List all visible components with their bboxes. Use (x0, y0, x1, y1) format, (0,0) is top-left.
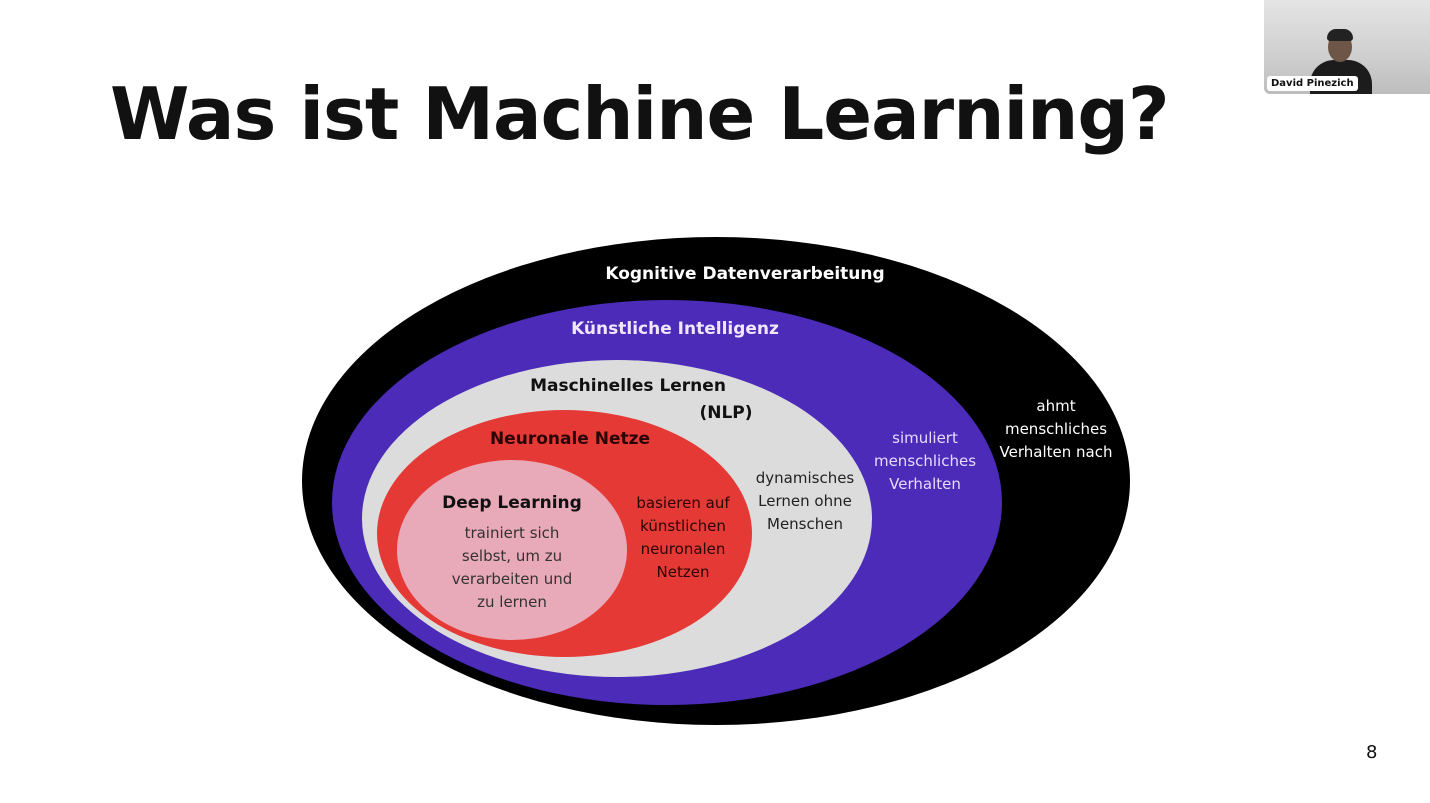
desc-ai: simuliert menschliches Verhalten (874, 427, 976, 496)
desc-line: Lernen ohne (758, 492, 852, 510)
participant-video-hair (1327, 29, 1353, 41)
desc-dl: trainiert sich selbst, um zu verarbeiten… (452, 522, 572, 614)
desc-line: zu lernen (477, 593, 547, 611)
label-nlp: (NLP) (699, 403, 753, 423)
desc-line: dynamisches (755, 469, 855, 487)
desc-line: ahmt (1036, 397, 1076, 415)
desc-line: menschliches (873, 452, 977, 470)
desc-line: verarbeiten und (451, 570, 573, 588)
desc-line: trainiert sich (464, 524, 560, 542)
desc-ml: dynamisches Lernen ohne Menschen (756, 467, 855, 536)
desc-line: basieren auf (636, 494, 730, 512)
slide-title: Was ist Machine Learning? (110, 72, 1170, 156)
desc-line: Verhalten (889, 475, 961, 493)
desc-line: Netzen (656, 563, 710, 581)
desc-line: künstlichen (640, 517, 726, 535)
desc-line: Menschen (767, 515, 843, 533)
participant-video-tile[interactable]: David Pinezich (1264, 0, 1430, 94)
desc-line: menschliches (1004, 420, 1108, 438)
desc-line: simuliert (892, 429, 958, 447)
desc-nn: basieren auf künstlichen neuronalen Netz… (636, 492, 729, 584)
label-dl: Deep Learning (442, 493, 582, 513)
label-ai: Künstliche Intelligenz (571, 319, 779, 339)
label-cognitive: Kognitive Datenverarbeitung (605, 264, 885, 284)
desc-line: selbst, um zu (461, 547, 563, 565)
participant-name: David Pinezich (1267, 76, 1358, 91)
ellipse-dl (397, 460, 627, 640)
desc-cognitive: ahmt menschliches Verhalten nach (1000, 395, 1113, 464)
label-ml: Maschinelles Lernen (530, 376, 726, 396)
label-nn: Neuronale Netze (489, 429, 651, 449)
desc-line: neuronalen (640, 540, 726, 558)
page-number: 8 (1366, 742, 1378, 763)
desc-line: Verhalten nach (999, 443, 1113, 461)
